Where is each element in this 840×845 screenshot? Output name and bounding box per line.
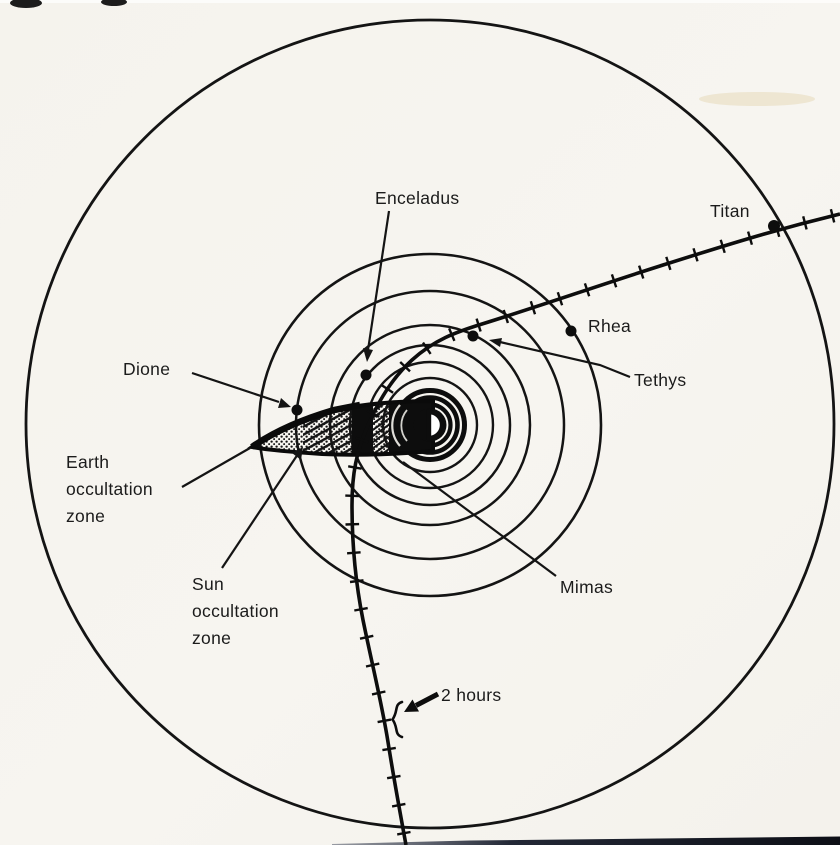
trajectory-tick xyxy=(366,409,380,418)
earth-occultation-line1: Earth xyxy=(66,452,110,472)
trajectory-tick xyxy=(475,318,482,332)
trajectory-tick xyxy=(529,300,537,315)
trajectory-tick xyxy=(396,830,411,836)
dione-leader-line xyxy=(191,371,280,404)
titan-dot xyxy=(768,220,780,232)
enceladus-arrowhead-icon xyxy=(363,348,373,362)
rhea-dot xyxy=(565,325,577,337)
leader-arrowheads xyxy=(278,338,502,460)
enceladus-dot xyxy=(360,369,372,381)
trajectory-tick xyxy=(556,291,564,306)
trajectory-tick xyxy=(354,606,368,612)
rhea-orbit-circle xyxy=(257,252,603,598)
dione-arrowhead-icon xyxy=(278,398,291,408)
scan-speck-2 xyxy=(101,0,127,6)
tethys-dot xyxy=(467,330,479,342)
trajectory-tick xyxy=(583,283,591,297)
rhea-label: Rhea xyxy=(588,316,632,336)
trajectory-ticks xyxy=(345,208,836,836)
earth-occultation-label: Earth occultation zone xyxy=(66,449,153,530)
enceladus-leader-line xyxy=(366,210,391,351)
sun-occultation-line2: occultation xyxy=(192,601,279,621)
sun-occultation-arrowhead-icon xyxy=(292,447,303,460)
tethys-arrowhead-icon xyxy=(489,338,502,347)
two-hours-arrowhead-icon xyxy=(404,699,419,712)
dione-label: Dione xyxy=(123,359,171,379)
trajectory-tick xyxy=(377,718,392,724)
trajectory-tick xyxy=(692,247,699,262)
trajectory-tick xyxy=(399,361,411,373)
earth-occultation-line3: zone xyxy=(66,506,106,526)
scan-top-edge xyxy=(0,0,840,3)
titan-label: Titan xyxy=(710,201,750,221)
two-hours-annotation xyxy=(390,691,440,739)
trajectory-tick xyxy=(422,341,432,355)
mimas-label: Mimas xyxy=(560,577,614,597)
sun-occultation-line1: Sun xyxy=(192,574,225,594)
trajectory xyxy=(345,208,840,845)
tethys-label: Tethys xyxy=(634,370,687,390)
trajectory-tick xyxy=(355,436,370,444)
earth-occultation-line2: occultation xyxy=(66,479,153,499)
trajectory-tick xyxy=(637,265,645,279)
occultation-top-edge xyxy=(250,401,361,450)
enceladus-label: Enceladus xyxy=(375,188,460,208)
trajectory-tick xyxy=(391,802,406,808)
trajectory-tick xyxy=(386,774,401,780)
trajectory-tick xyxy=(719,239,726,254)
trajectory-tick xyxy=(345,494,359,498)
scan-smudge xyxy=(699,92,815,106)
leader-lines xyxy=(181,210,631,577)
dione-dot xyxy=(291,404,303,416)
sun-occultation-label: Sun occultation zone xyxy=(192,571,279,652)
scan-speck-1 xyxy=(10,0,42,8)
trajectory-tick xyxy=(347,465,362,470)
scan-bottom-strip xyxy=(332,836,840,845)
trajectory-tick xyxy=(365,662,380,668)
trajectory-tick xyxy=(359,634,374,640)
earth-occultation-leader-line xyxy=(181,447,251,488)
trajectory-tick xyxy=(610,274,618,288)
saturn-planet xyxy=(413,408,447,442)
trajectory-tick xyxy=(502,309,510,324)
trajectory-tick xyxy=(447,327,456,342)
two-hours-arrow-shaft xyxy=(414,691,440,708)
two-hours-brace-icon xyxy=(390,700,404,739)
sun-occultation-line3: zone xyxy=(192,628,232,648)
trajectory-tick xyxy=(381,384,394,394)
trajectory-tick xyxy=(371,690,386,696)
trajectory-tick xyxy=(746,231,754,246)
sun-occultation-leader-line xyxy=(221,453,299,569)
trajectory-tick xyxy=(347,551,361,555)
two-hours-label: 2 hours xyxy=(441,685,502,705)
trajectory-path xyxy=(350,212,840,845)
tethys-leader-line xyxy=(499,340,631,379)
mimas-leader-line xyxy=(402,461,557,577)
trajectory-tick xyxy=(829,208,836,223)
trajectory-tick xyxy=(382,746,396,752)
trajectory-tick xyxy=(802,215,808,230)
trajectory-tick xyxy=(665,256,672,271)
trajectory-tick xyxy=(349,579,364,584)
saturn-lit-half xyxy=(426,409,445,441)
moon-dots xyxy=(291,220,780,416)
titan-orbit-circle xyxy=(24,18,836,830)
